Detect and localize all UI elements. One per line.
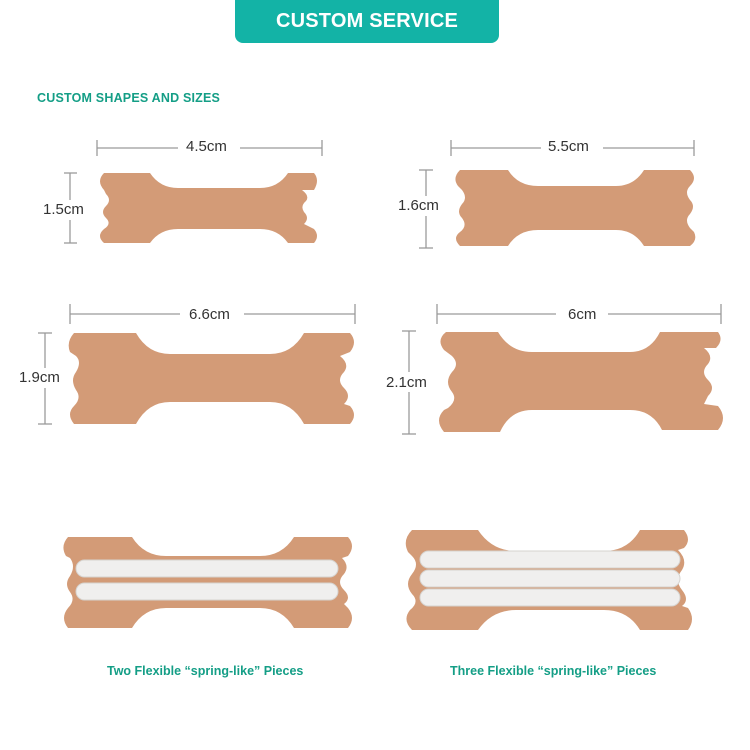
strip-two-springs: [63, 537, 353, 628]
dim-1-9cm-height: [18, 332, 70, 425]
spring-piece: [419, 550, 681, 569]
strip-three-springs: [405, 530, 692, 630]
caption-three-pieces: Three Flexible “spring-like” Pieces: [450, 664, 657, 678]
custom-service-banner: CUSTOM SERVICE: [235, 0, 499, 43]
dim-5-5cm-width: [450, 138, 695, 158]
caption-two-pieces: Two Flexible “spring-like” Pieces: [107, 664, 304, 678]
width-label-6cm: 6cm: [568, 306, 597, 323]
strip-5-5cm: [455, 170, 696, 246]
strip-4-5cm: [100, 173, 317, 243]
spring-piece: [75, 559, 339, 578]
height-label-1-9cm: 1.9cm: [19, 369, 60, 386]
dim-6cm-width: [436, 304, 722, 324]
height-label-1-5cm: 1.5cm: [43, 201, 84, 218]
height-label-1-6cm: 1.6cm: [398, 197, 439, 214]
width-label-4-5cm: 4.5cm: [186, 138, 227, 155]
section-label: CUSTOM SHAPES AND SIZES: [37, 91, 221, 105]
strip-6-6cm: [68, 333, 355, 424]
dim-1-5cm-height: [42, 172, 90, 244]
spring-piece: [419, 588, 681, 607]
dim-6-6cm-width: [69, 304, 356, 324]
height-label-2-1cm: 2.1cm: [386, 374, 427, 391]
strip-6cm: [439, 332, 723, 432]
dim-4-5cm-width: [96, 138, 323, 158]
spring-piece: [75, 582, 339, 601]
width-label-6-6cm: 6.6cm: [189, 306, 230, 323]
width-label-5-5cm: 5.5cm: [548, 138, 589, 155]
spring-piece: [419, 569, 681, 588]
dim-1-6cm-height: [397, 169, 445, 249]
dim-2-1cm-height: [384, 330, 434, 435]
